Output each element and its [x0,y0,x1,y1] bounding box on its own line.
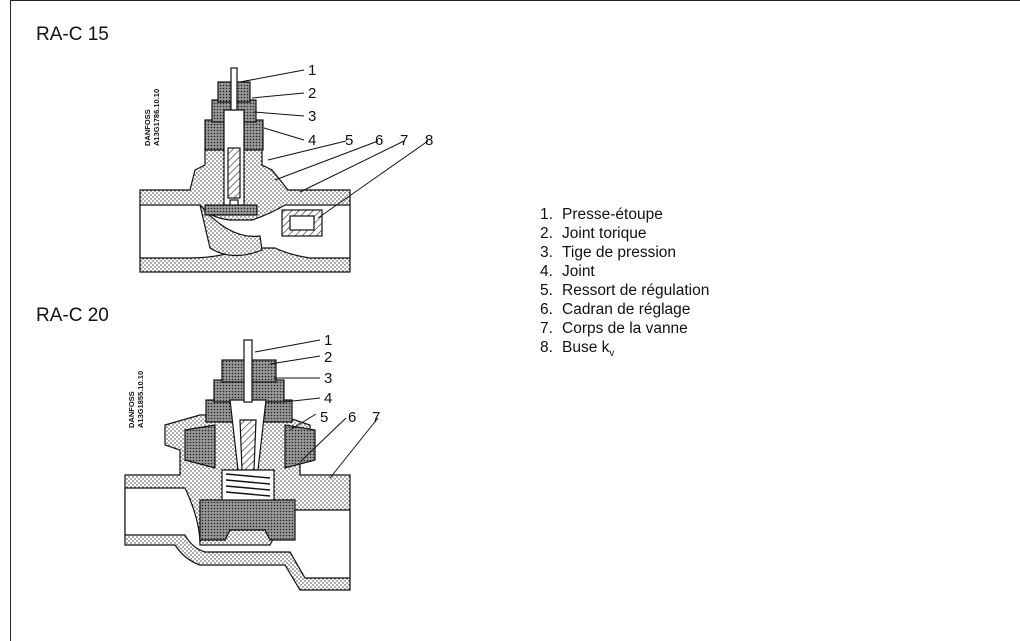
legend-item: 5.Ressort de régulation [540,282,710,299]
legend-item: 8.Buse kv [540,339,615,360]
drawing-code-line-2: A13G1855.10.10 [136,371,145,428]
ra-c-20-valve-drawing [124,339,379,591]
callout-6: 6 [375,132,383,149]
figure-frame [10,0,1020,641]
callout-8: 8 [425,132,433,149]
callout-7: 7 [372,409,380,426]
callout-4: 4 [324,390,332,407]
ra-c-15-valve-drawing [139,67,429,273]
callout-2: 2 [324,349,332,366]
legend-item: 2.Joint torique [540,225,647,242]
callout-1: 1 [308,62,316,79]
ra-c-20-callouts: 1 2 3 4 5 6 7 DANFOSS A13G1855.10.10 [127,332,380,428]
callout-5: 5 [320,409,328,426]
callout-4: 4 [308,132,316,149]
callout-1: 1 [324,332,332,349]
callout-5: 5 [345,132,353,149]
legend-item: 1.Presse-étoupe [540,206,663,223]
legend-item: 6.Cadran de réglage [540,301,691,318]
legend-item: 4.Joint [540,263,595,280]
drawing-code-line-2: A13G1786.10.10 [152,89,161,146]
drawing-code-line-1: DANFOSS [127,391,136,428]
diagram-title-ra-c-15: RA-C 15 [36,24,109,45]
parts-legend: 1.Presse-étoupe 2.Joint torique 3.Tige d… [540,205,709,363]
callout-6: 6 [348,409,356,426]
legend-item: 7.Corps de la vanne [540,320,688,337]
legend-item: 3.Tige de pression [540,244,677,261]
callout-7: 7 [400,132,408,149]
ra-c-15-callouts: 1 2 3 4 5 6 7 8 DANFOSS A13G1786.10.10 [143,62,433,149]
callout-3: 3 [308,108,316,125]
drawing-code-line-1: DANFOSS [143,109,152,146]
callout-3: 3 [324,370,332,387]
callout-2: 2 [308,85,316,102]
valve-drawings: 1 2 3 4 5 6 7 8 DANFOSS A13G1786.10.10 [124,62,433,591]
diagram-title-ra-c-20: RA-C 20 [36,305,109,326]
